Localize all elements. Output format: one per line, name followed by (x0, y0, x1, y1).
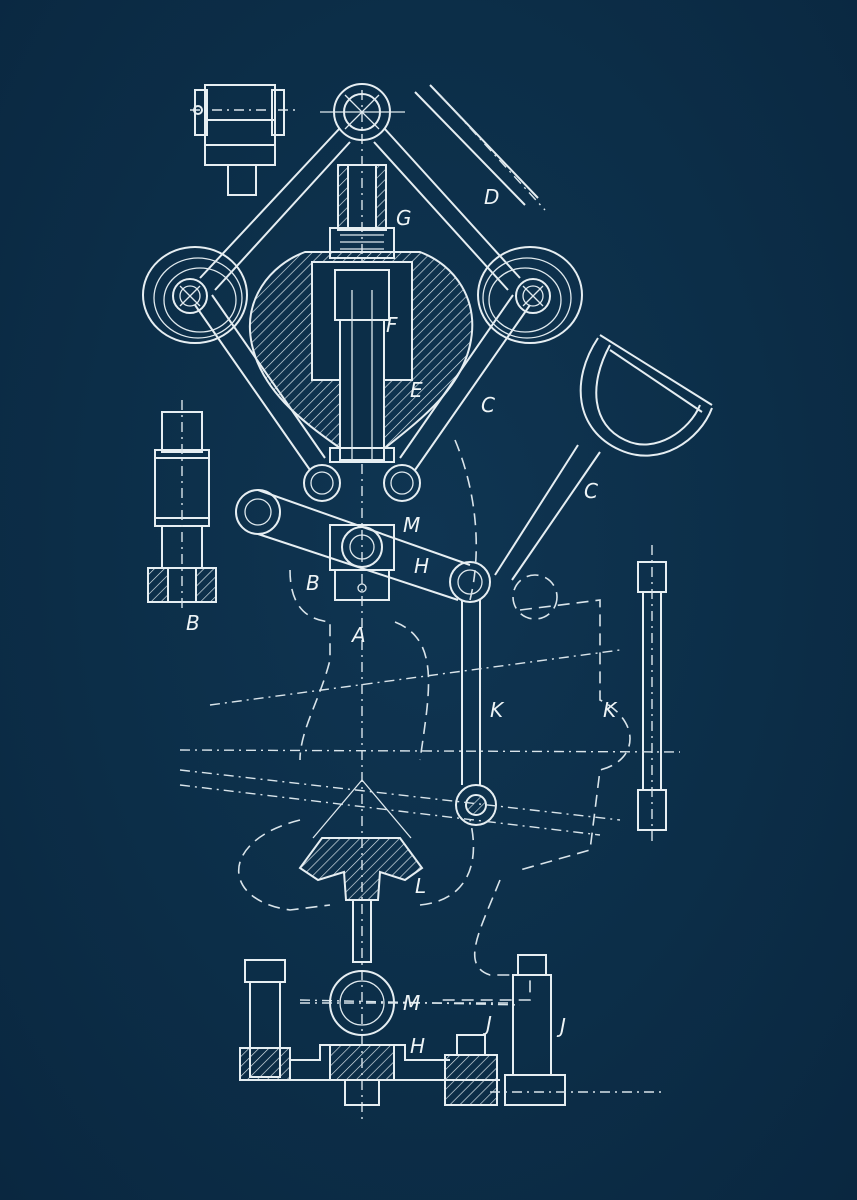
label-M-bottom: M (403, 991, 420, 1015)
label-H-center: H (414, 554, 429, 578)
label-K-right: K (603, 698, 618, 722)
rod-D (414, 84, 546, 211)
left-ball-weight (142, 246, 248, 344)
connecting-rod-K (455, 600, 497, 826)
label-E: E (410, 378, 423, 402)
link-lever-M (235, 489, 471, 601)
part-labels: A B B C C D E F G H H J J K K L M M (186, 185, 618, 1058)
lever-pivot-right (449, 561, 558, 620)
label-B-center: B (306, 571, 320, 595)
governor-arms (194, 127, 531, 471)
label-A: A (350, 623, 366, 647)
label-M-center: M (403, 513, 420, 537)
bevel-gear-L (298, 779, 424, 963)
label-C-right: C (584, 479, 598, 503)
label-F: F (386, 313, 398, 337)
label-H-bottom: H (410, 1034, 425, 1058)
bottom-bracket-H (239, 954, 665, 1106)
frame-phantom (237, 439, 631, 1001)
lower-pivots (303, 464, 421, 502)
label-L: L (415, 874, 426, 898)
right-ball-weight (477, 246, 583, 344)
side-detail-B (147, 400, 217, 612)
label-D: D (484, 185, 499, 209)
central-weight-E (249, 251, 474, 461)
label-G: G (396, 206, 412, 230)
standalone-rod (637, 545, 667, 845)
label-J-right: J (556, 1014, 566, 1038)
label-B-left: B (186, 611, 200, 635)
label-K-center: K (490, 698, 505, 722)
label-C-upper: C (481, 393, 495, 417)
bell-crank-C (494, 334, 713, 581)
lower-collar (329, 447, 395, 463)
top-joint (320, 83, 405, 141)
top-clevis-detail (190, 84, 300, 196)
label-J-small: J (482, 1012, 492, 1036)
